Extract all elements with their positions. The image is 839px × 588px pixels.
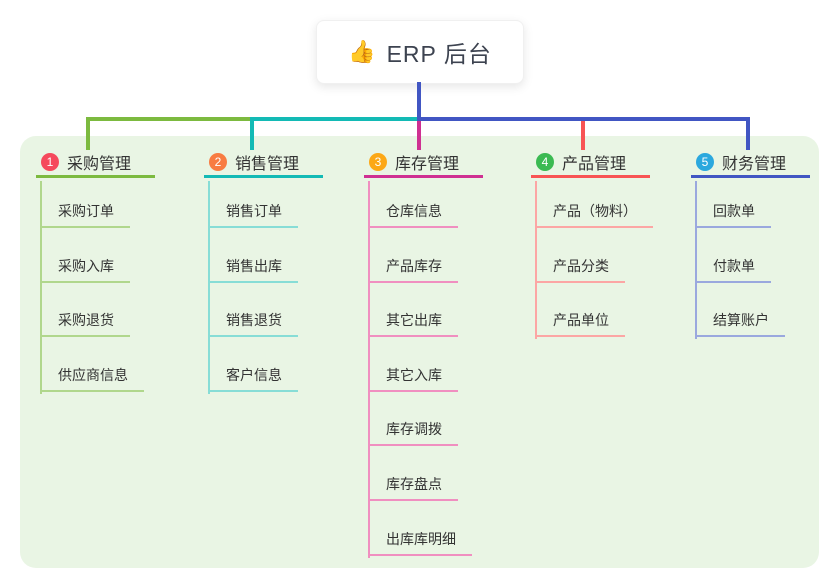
leaf-node[interactable]: 产品单位 bbox=[535, 311, 625, 337]
branch-number-badge: 4 bbox=[536, 152, 554, 171]
leaf-node[interactable]: 供应商信息 bbox=[40, 366, 144, 392]
branch-node-4[interactable]: 4 产品管理 bbox=[531, 148, 650, 178]
branch-node-1[interactable]: 1 采购管理 bbox=[36, 148, 155, 178]
branch-title-label: 财务管理 bbox=[722, 155, 787, 173]
branch-number-badge: 1 bbox=[41, 152, 59, 171]
branch-number-badge: 3 bbox=[369, 152, 387, 171]
drop-line-branch-2 bbox=[250, 117, 254, 150]
leaf-node[interactable]: 其它入库 bbox=[368, 366, 458, 392]
branch-title-label: 库存管理 bbox=[395, 155, 460, 173]
trunk-line-branch-2 bbox=[250, 117, 421, 121]
thumbs-up-icon: 👍 bbox=[348, 39, 377, 64]
leaf-node[interactable]: 采购退货 bbox=[40, 311, 130, 337]
leaf-node[interactable]: 其它出库 bbox=[368, 311, 458, 337]
child-connector-line bbox=[695, 181, 697, 339]
leaf-node[interactable]: 产品（物料） bbox=[535, 202, 653, 228]
branch-node-5[interactable]: 5 财务管理 bbox=[691, 148, 810, 178]
root-node-erp[interactable]: 👍 ERP 后台 bbox=[316, 20, 524, 84]
branch-title-label: 销售管理 bbox=[235, 155, 300, 173]
branch-node-3[interactable]: 3 库存管理 bbox=[364, 148, 483, 178]
leaf-node[interactable]: 库存盘点 bbox=[368, 475, 458, 501]
leaf-node[interactable]: 销售订单 bbox=[208, 202, 298, 228]
drop-line-branch-1 bbox=[86, 117, 90, 150]
leaf-node[interactable]: 产品分类 bbox=[535, 257, 625, 283]
leaf-node[interactable]: 结算账户 bbox=[695, 311, 785, 337]
trunk-line-branch-5 bbox=[417, 117, 750, 121]
mindmap-background-panel bbox=[20, 136, 819, 568]
leaf-node[interactable]: 销售退货 bbox=[208, 311, 298, 337]
leaf-node[interactable]: 产品库存 bbox=[368, 257, 458, 283]
child-connector-line bbox=[40, 181, 42, 394]
branch-number-badge: 2 bbox=[209, 152, 227, 171]
root-node-label: ERP 后台 bbox=[386, 41, 492, 67]
leaf-node[interactable]: 库存调拨 bbox=[368, 420, 458, 446]
leaf-node[interactable]: 销售出库 bbox=[208, 257, 298, 283]
branch-node-2[interactable]: 2 销售管理 bbox=[204, 148, 323, 178]
root-stem-line bbox=[417, 82, 421, 121]
drop-line-branch-5 bbox=[746, 117, 750, 150]
child-connector-line bbox=[208, 181, 210, 394]
child-connector-line bbox=[535, 181, 537, 339]
leaf-node[interactable]: 客户信息 bbox=[208, 366, 298, 392]
leaf-node[interactable]: 出库库明细 bbox=[368, 530, 472, 556]
leaf-node[interactable]: 采购订单 bbox=[40, 202, 130, 228]
drop-line-branch-4 bbox=[581, 121, 585, 150]
leaf-node[interactable]: 采购入库 bbox=[40, 257, 130, 283]
leaf-node[interactable]: 回款单 bbox=[695, 202, 771, 228]
branch-title-label: 采购管理 bbox=[67, 155, 132, 173]
branch-number-badge: 5 bbox=[696, 152, 714, 171]
child-connector-line bbox=[368, 181, 370, 558]
leaf-node[interactable]: 付款单 bbox=[695, 257, 771, 283]
leaf-node[interactable]: 仓库信息 bbox=[368, 202, 458, 228]
drop-line-branch-3 bbox=[417, 121, 421, 150]
branch-title-label: 产品管理 bbox=[562, 155, 627, 173]
